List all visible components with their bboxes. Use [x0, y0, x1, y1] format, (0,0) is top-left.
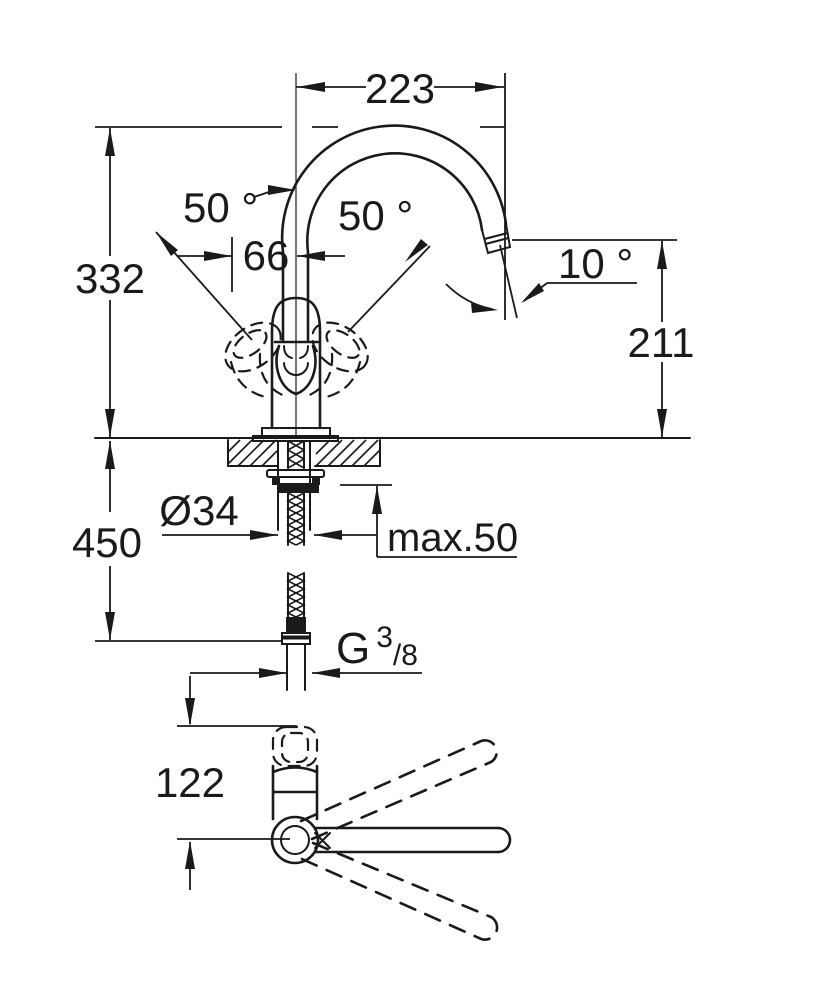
- threaded-shank: [286, 440, 306, 469]
- dim-swivel-right-50: 50 °: [338, 192, 431, 333]
- handle-wing-right: [311, 321, 369, 373]
- mounting-deck: [94, 437, 691, 467]
- dim-max-thickness: max.50: [340, 484, 518, 560]
- dim-outlet-angle-10: 10 °: [445, 240, 637, 319]
- dim-hole-diameter: Ø34: [159, 487, 377, 540]
- dimensions-front: 223 332 66 211: [72, 65, 695, 678]
- handle-cross: [224, 321, 369, 400]
- dim-label-50deg-right: 50 °: [338, 192, 413, 239]
- dim-below-deck-450: 450: [72, 441, 281, 642]
- dim-swivel-left-50: 50 °: [155, 184, 296, 341]
- top-view-body: [271, 764, 319, 821]
- under-counter-assembly: [266, 440, 325, 691]
- dim-label-223: 223: [365, 65, 435, 112]
- dim-label-50deg-left: 50 °: [183, 184, 258, 231]
- dim-spout-reach: 223: [296, 65, 506, 320]
- spout-position-down: [300, 841, 499, 941]
- dim-label-d34: Ø34: [159, 487, 238, 534]
- spout-position-up: [299, 739, 498, 841]
- dim-label-10deg: 10 °: [558, 240, 633, 287]
- dim-outlet-height-211: 211: [512, 239, 695, 437]
- dim-label-332: 332: [75, 255, 145, 302]
- spout-holder-outline: [271, 725, 319, 768]
- dim-label-122: 122: [155, 759, 225, 806]
- fastening-set: [266, 469, 325, 493]
- swivel-base: [270, 815, 331, 865]
- dim-pivot-offset-122: 122: [155, 676, 297, 890]
- dim-height-332: 332: [75, 126, 505, 437]
- dim-label-211: 211: [628, 319, 695, 366]
- spout-position-center: [314, 826, 512, 854]
- dimensions-top: 122: [155, 676, 297, 890]
- dim-offset-66: 66: [177, 232, 345, 292]
- dim-label-max50: max.50: [387, 516, 518, 560]
- hose-connector: [281, 617, 311, 691]
- faucet-front-view: [94, 73, 691, 691]
- deck-hatching: [227, 439, 381, 467]
- handle-wing-left: [224, 321, 282, 373]
- dim-label-450: 450: [72, 519, 142, 566]
- faucet-top-view: [270, 725, 512, 941]
- dim-label-66: 66: [243, 232, 290, 279]
- flex-hose: [286, 492, 306, 618]
